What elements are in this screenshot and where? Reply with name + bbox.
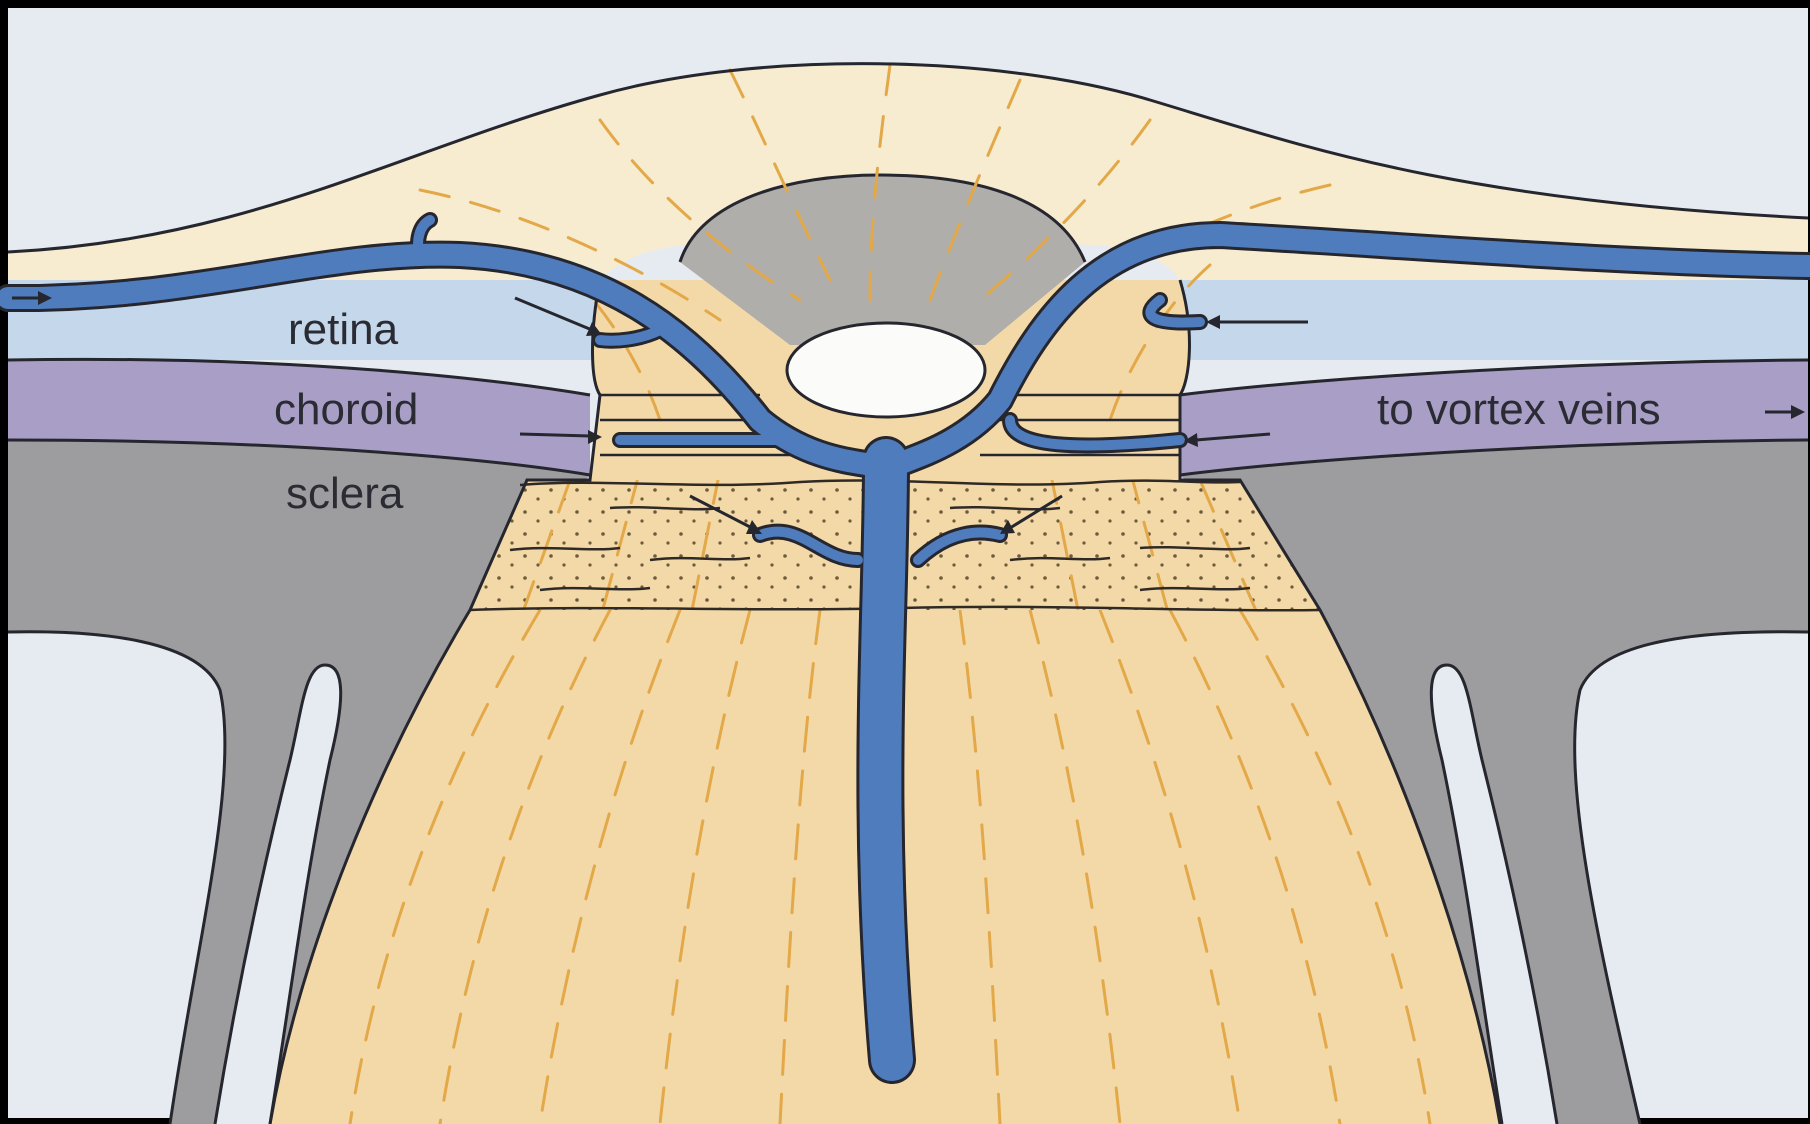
- label-sclera: sclera: [286, 469, 404, 518]
- label-vortex-veins: to vortex veins: [1377, 385, 1661, 434]
- cup-center: [787, 323, 985, 417]
- label-retina: retina: [288, 305, 399, 354]
- label-choroid: choroid: [274, 385, 418, 434]
